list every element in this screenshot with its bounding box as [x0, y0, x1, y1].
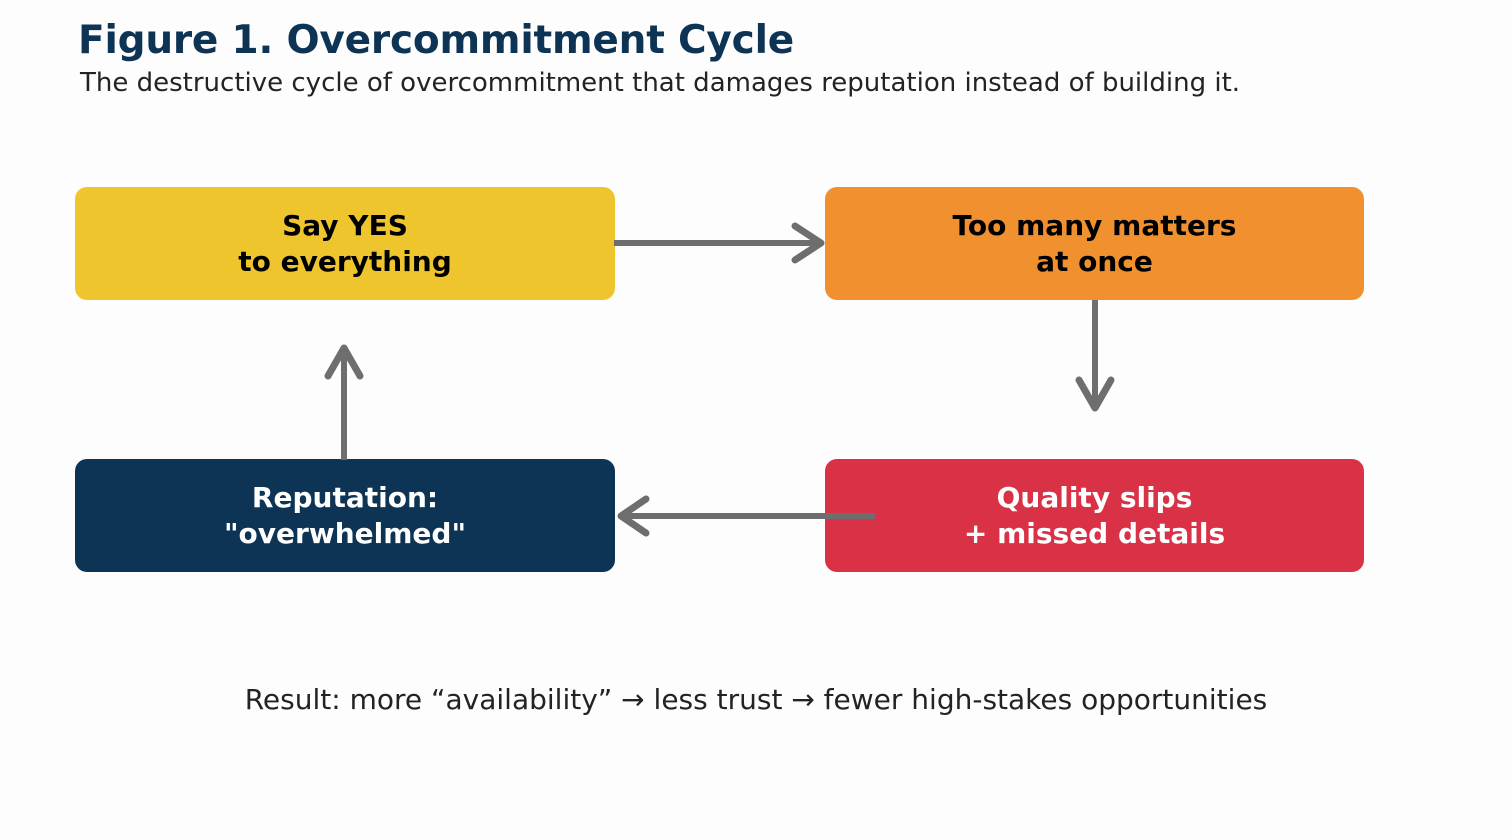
edge-too-many-matters-to-quality-slips-arrow — [1075, 300, 1115, 412]
edge-say-yes-to-too-many-matters-arrow — [614, 222, 825, 264]
node-too-many-matters[interactable]: Too many matters at once — [825, 187, 1364, 300]
figure-title: Figure 1. Overcommitment Cycle — [78, 18, 794, 63]
node-quality-slips-label: Quality slips + missed details — [963, 480, 1226, 550]
node-too-many-matters-label: Too many matters at once — [952, 208, 1237, 278]
figure-caption: Result: more “availability” → less trust… — [244, 683, 1268, 716]
figure-subtitle: The destructive cycle of overcommitment … — [80, 68, 1241, 98]
node-quality-slips[interactable]: Quality slips + missed details — [825, 459, 1364, 572]
node-say-yes[interactable]: Say YES to everything — [75, 187, 615, 300]
edge-reputation-to-say-yes-arrow — [324, 344, 364, 460]
node-say-yes-label: Say YES to everything — [238, 208, 452, 278]
node-reputation-overwhelmed[interactable]: Reputation: "overwhelmed" — [75, 459, 615, 572]
node-reputation-overwhelmed-label: Reputation: "overwhelmed" — [223, 480, 467, 550]
